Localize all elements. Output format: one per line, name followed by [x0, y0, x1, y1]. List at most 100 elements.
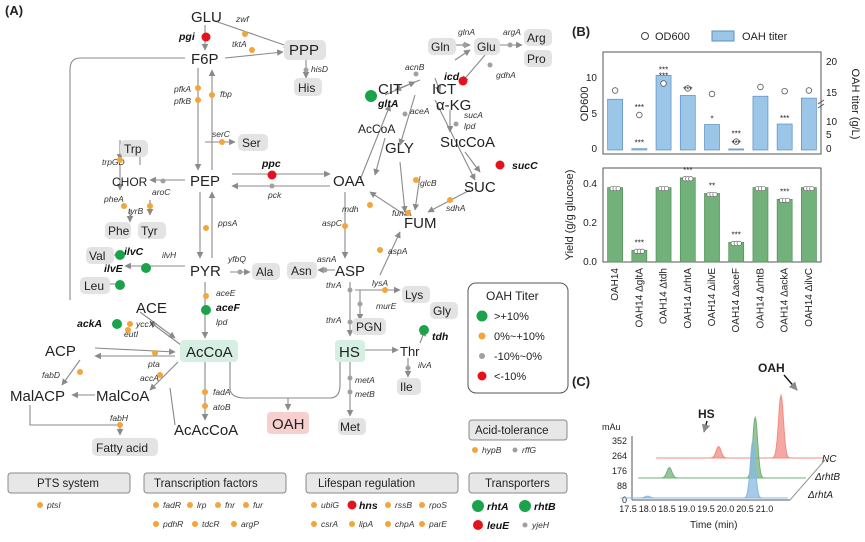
c-xtick-1: 18.0 — [639, 504, 657, 514]
enz-aspc: aspC — [322, 218, 343, 228]
titer-bar-1 — [631, 148, 648, 151]
met-pyr: PYR — [190, 263, 221, 280]
svg-text:rhtA: rhtA — [487, 501, 509, 513]
enz-lpd2: lpd — [464, 121, 476, 131]
c-ylabel: mAu — [602, 422, 621, 432]
chart-b-top: ************************* 0 5 10 0 5 10 … — [579, 51, 861, 155]
gly2-box — [430, 302, 458, 319]
yield-sig-5: *** — [732, 230, 741, 239]
enz-fabh: fabH — [110, 413, 129, 423]
yield-bar-8 — [801, 187, 817, 263]
bbot-ytick-2: 0.4 — [583, 179, 597, 190]
dot-fuma — [405, 210, 411, 216]
trace-0 — [656, 393, 824, 459]
axis-break-2 — [817, 103, 825, 109]
met-his: His — [298, 81, 315, 95]
titer-bar-4 — [704, 124, 720, 151]
dot-hisd — [303, 67, 309, 73]
od-point-3 — [684, 85, 691, 92]
svg-text:tdcR: tdcR — [202, 519, 219, 529]
axis-break-1 — [817, 99, 825, 105]
yield-bar-3 — [679, 177, 696, 263]
c-annot-oah: OAH — [758, 361, 785, 375]
enz-asna: asnA — [317, 254, 337, 264]
c-label-nc: NC — [822, 454, 837, 465]
met-malacp: MalACP — [10, 388, 65, 405]
enz-lysa: lysA — [372, 278, 388, 288]
met-acoa: AcCoA — [186, 344, 233, 361]
legend-label-3: <-10% — [494, 371, 526, 383]
enz-yfbq: yfbQ — [227, 254, 246, 264]
svg-text:lipA: lipA — [359, 519, 374, 529]
enz-pfkb: pfkB — [173, 96, 191, 106]
legend-od: OD600 — [655, 31, 690, 43]
dot-metb — [347, 389, 353, 395]
dot-fbp — [209, 92, 215, 98]
dot-succ — [495, 160, 505, 170]
od-sig-5: *** — [732, 130, 741, 139]
dot-glna — [462, 42, 468, 48]
enz-aspa: aspA — [388, 246, 408, 256]
enz-thra1: thrA — [326, 280, 342, 290]
enz-ilvh: ilvH — [162, 250, 177, 260]
leu-box — [80, 277, 110, 294]
od-point-8 — [805, 87, 813, 94]
dot-suca — [453, 121, 459, 127]
btop-rtick-2: 10 — [826, 117, 838, 128]
od-point-0 — [611, 87, 619, 94]
enz-trpgd: trpGD — [102, 157, 125, 167]
dot-lysa — [382, 287, 388, 293]
category-label-4: OAH14 ΔilvE — [707, 268, 718, 327]
enz-fabd: fabD — [42, 370, 60, 380]
dot-yfbq — [237, 269, 243, 275]
effect-dots — [77, 31, 513, 428]
met-malcoa: MalCoA — [96, 388, 149, 405]
yield-point-5-2 — [736, 240, 742, 246]
dot-arga — [507, 42, 513, 48]
panel-a-label: (A) — [5, 3, 23, 18]
enz-tyrb: tyrB — [128, 206, 143, 216]
enz-metb: metB — [355, 389, 375, 399]
met-box — [338, 418, 366, 435]
enz-aroc: aroC — [152, 187, 171, 197]
met-glu-top: GLU — [191, 9, 222, 26]
enz-mure: murE — [376, 301, 397, 311]
met-leu: Leu — [84, 279, 104, 293]
glu2-box — [474, 38, 500, 55]
dot-gdha — [487, 62, 493, 68]
od-sig-1: *** — [635, 103, 644, 112]
c-label-rhta: ΔrhtA — [807, 490, 833, 501]
yield-sig-7: *** — [780, 187, 789, 196]
dot-acea — [402, 111, 408, 117]
btop-rtick-3: 15 — [826, 88, 838, 99]
transporters-box: Transporters rhtA rhtB leuE yjeH — [468, 472, 568, 532]
trace-1 — [638, 415, 806, 479]
fatty-box — [92, 438, 158, 456]
svg-text:hns: hns — [359, 500, 378, 512]
od-point-7 — [781, 87, 788, 95]
titer-bar-2 — [655, 74, 672, 151]
enz-acka: ackA — [77, 318, 102, 330]
enz-ppc: ppc — [261, 158, 281, 170]
svg-text:Transporters: Transporters — [485, 478, 550, 490]
panel-b-label: (B) — [572, 24, 590, 39]
dot-tkta — [249, 47, 255, 53]
dot-aspc — [342, 223, 348, 229]
enz-thra2: thrA — [326, 315, 342, 325]
c-xtick-3: 19.0 — [678, 504, 696, 514]
met-acacoa: AcAcCoA — [174, 422, 238, 439]
dot-thra1 — [347, 287, 353, 293]
titer-sig-3: *** — [683, 85, 692, 94]
met-hs: HS — [339, 344, 360, 361]
c-xtick-6: 20.5 — [736, 504, 754, 514]
legend-label-0: >+10% — [494, 311, 529, 323]
yield-sig-4: ** — [709, 181, 715, 190]
svg-text:yjeH: yjeH — [531, 520, 550, 530]
dot-mure — [357, 301, 363, 307]
c-ytick-4: 352 — [612, 436, 627, 446]
yield-bar-2 — [655, 187, 672, 263]
enz-tdh: tdh — [432, 331, 448, 343]
met-gly: GLY — [385, 140, 414, 157]
category-label-1: OAH14 ΔgltA — [634, 268, 645, 328]
